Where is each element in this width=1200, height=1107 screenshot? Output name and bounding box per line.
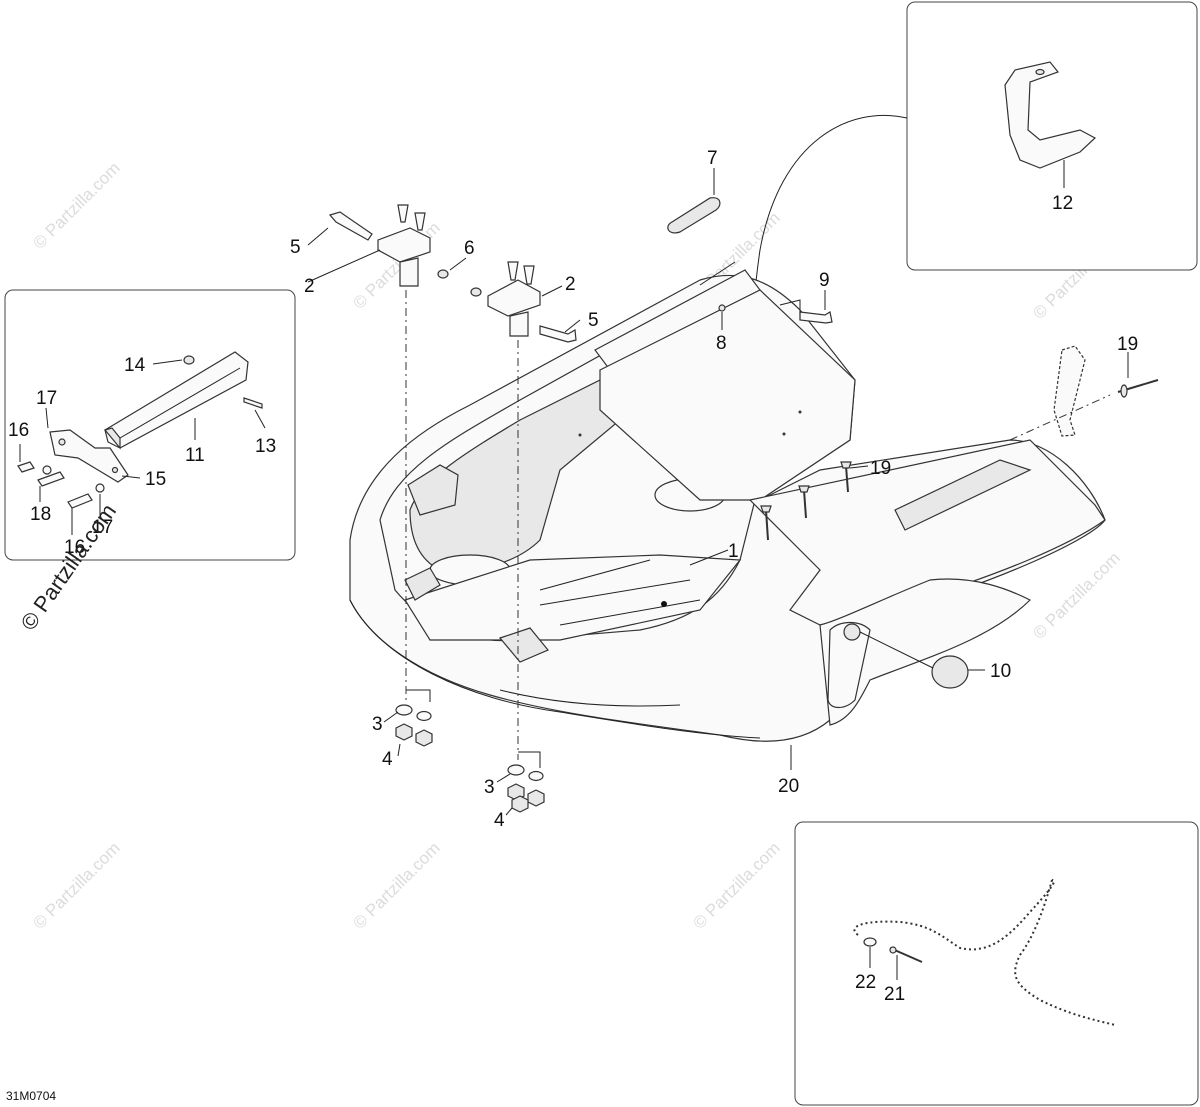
hinge-screws (397, 204, 535, 285)
callout-11: 11 (185, 445, 205, 466)
callout-9: 9 (819, 270, 830, 291)
part-5-bolt (328, 211, 373, 241)
callout-6: 6 (464, 238, 475, 259)
callout-17: 17 (36, 388, 57, 409)
callout-labels: 1 2 2 3 3 4 4 5 5 6 7 8 9 10 11 12 13 14… (8, 148, 1138, 1005)
callout-19: 19 (870, 458, 891, 479)
inset-bracket-12 (906, 1, 1198, 271)
watermark: © Partzilla.com (29, 158, 123, 252)
callout-14: 14 (124, 355, 146, 376)
callout-3: 3 (372, 714, 383, 735)
part-7-strap (667, 197, 721, 234)
watermark: © Partzilla.com (1029, 548, 1123, 642)
watermark: © Partzilla.com (349, 838, 443, 932)
callout-15: 15 (145, 469, 166, 490)
callout-19: 19 (1117, 334, 1138, 355)
diagram-code: 31M0704 (6, 1089, 56, 1103)
callout-16: 16 (8, 420, 29, 441)
callout-10: 10 (990, 661, 1011, 682)
inset-handle-bracket (4, 289, 296, 561)
part-19-rivets (760, 345, 1159, 541)
callout-7: 7 (707, 148, 718, 169)
part-10-plug (931, 655, 969, 689)
watermark: © Partzilla.com (689, 838, 783, 932)
callout-17: 17 (92, 517, 113, 538)
callout-18: 18 (30, 504, 51, 525)
part-2-hinge-right (487, 279, 541, 337)
callout-5: 5 (588, 310, 599, 331)
callout-20: 20 (778, 776, 799, 797)
callout-22: 22 (855, 972, 876, 993)
inset-rivet-detail (794, 821, 1199, 1106)
callout-8: 8 (716, 333, 727, 354)
callout-12: 12 (1052, 193, 1073, 214)
callout-1: 1 (728, 541, 739, 562)
part-3-4-hardware-left (395, 704, 433, 747)
part-3-4-hardware-right (507, 764, 545, 813)
callout-4: 4 (494, 810, 505, 831)
callout-4: 4 (382, 749, 393, 770)
callout-2: 2 (565, 274, 576, 295)
part-2-hinge-left (377, 227, 431, 287)
callout-16: 16 (64, 537, 85, 558)
callout-13: 13 (255, 436, 276, 457)
callout-21: 21 (884, 984, 905, 1005)
callout-3: 3 (484, 777, 495, 798)
callout-2: 2 (304, 276, 315, 297)
hull-assembly (349, 261, 1106, 742)
part-5-bolt (539, 325, 577, 343)
watermark: © Partzilla.com (29, 838, 123, 932)
callout-5: 5 (290, 237, 301, 258)
